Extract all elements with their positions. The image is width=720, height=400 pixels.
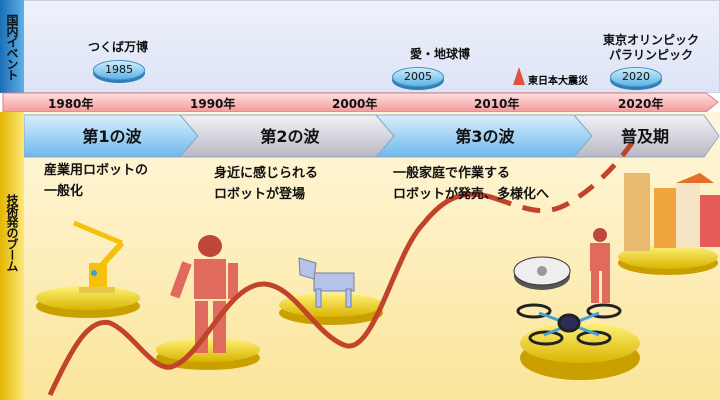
chevron-popularization — [572, 114, 720, 158]
timeline-year: 1990年 — [190, 97, 236, 111]
events-row-label: 国内イベント — [0, 0, 24, 93]
humanoid-robot-icon — [169, 235, 238, 353]
desc-line: 産業用ロボットの — [44, 163, 149, 178]
wave-diagram — [24, 114, 720, 397]
desc-line: 一般化 — [44, 184, 84, 199]
robot-vacuum-icon — [513, 256, 571, 290]
desc-line: ロボットが発売、多様化へ — [393, 187, 550, 202]
wave-2-description: 身近に感じられるロボットが登場 — [214, 163, 318, 205]
event-title: 東京オリンピック パラリンピック — [603, 33, 700, 62]
disaster-label: 東日本大震災 — [528, 76, 588, 87]
timeline-year: 2000年 — [332, 97, 378, 111]
desc-line: ロボットが登場 — [214, 187, 306, 202]
wave-1-label: 第1の波 — [82, 127, 142, 146]
desc-line: 一般家庭で作業する — [393, 166, 511, 181]
timeline-year: 2010年 — [474, 97, 520, 111]
wave-1-description: 産業用ロボットの一般化 — [44, 160, 148, 202]
town-buildings-icon — [624, 173, 720, 251]
tech-row-label: 技術発のブーム — [0, 112, 24, 400]
event-year-badge: 2020 — [610, 67, 662, 87]
event-title: 愛・地球博 — [410, 47, 471, 61]
robot-dog-icon — [298, 257, 355, 308]
popularization-label: 普及期 — [620, 127, 669, 146]
desc-line: 身近に感じられる — [214, 166, 319, 181]
event-title: つくば万博 — [88, 40, 149, 54]
timeline-year: 1980年 — [48, 97, 94, 111]
wave-chevrons — [24, 114, 720, 158]
industrial-robot-arm-icon — [73, 220, 125, 293]
wave-2-label: 第2の波 — [260, 127, 320, 146]
event-year-badge: 1985 — [93, 60, 145, 80]
boom-curve — [47, 191, 495, 397]
drone-icon — [516, 303, 622, 346]
wave-3-description: 一般家庭で作業するロボットが発売、多様化へ — [393, 163, 549, 205]
warning-triangle-icon — [513, 67, 525, 85]
small-humanoid-robot-icon — [590, 228, 610, 303]
timeline-arrow — [2, 92, 719, 113]
timeline-year: 2020年 — [618, 97, 664, 111]
wave-3-label: 第3の波 — [455, 127, 515, 146]
event-year-badge: 2005 — [392, 67, 444, 87]
